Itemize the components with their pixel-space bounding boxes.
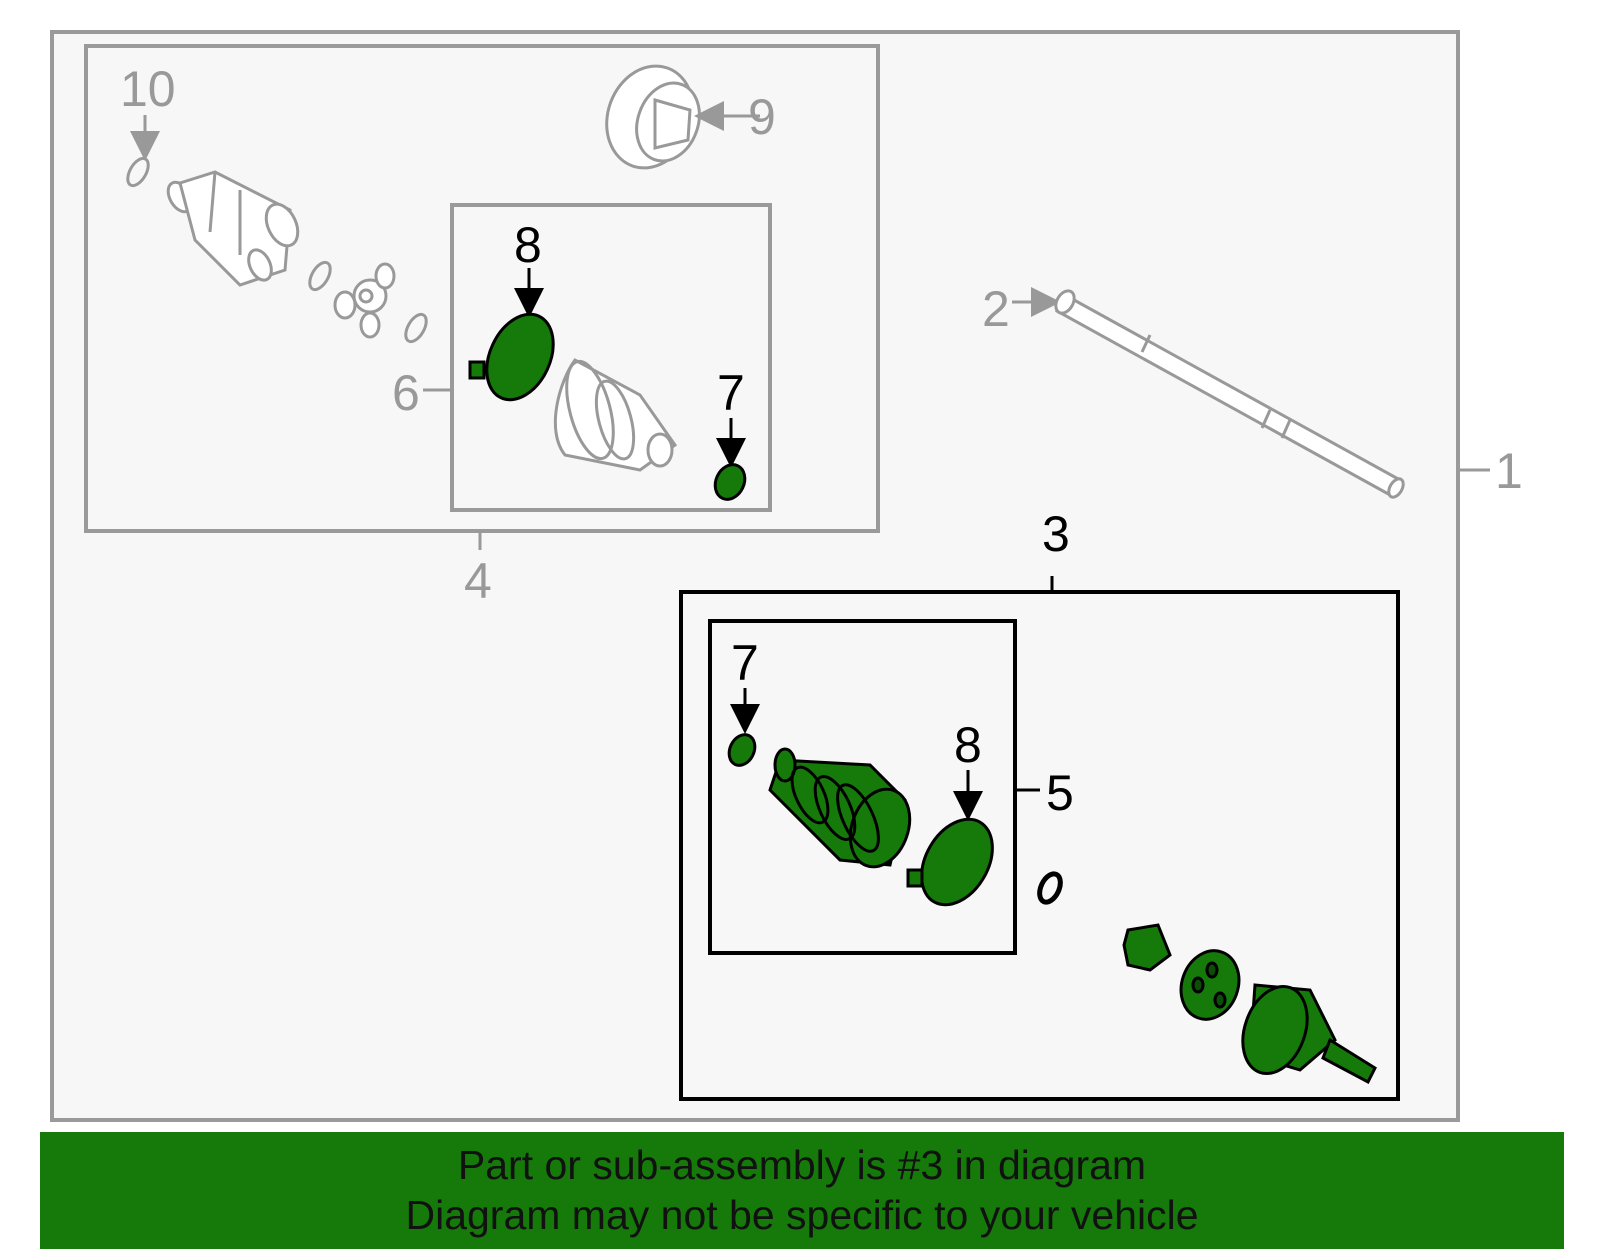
callout-10: 10 bbox=[120, 61, 176, 117]
snap-ring-right bbox=[404, 312, 428, 344]
boot-clamp-small-bottom[interactable] bbox=[724, 730, 759, 769]
callout-9: 9 bbox=[748, 89, 776, 145]
boot-clamp-small-top[interactable] bbox=[710, 460, 751, 504]
banner-line-1: Part or sub-assembly is #3 in diagram bbox=[457, 1142, 1147, 1188]
o-ring-outer bbox=[1037, 871, 1063, 905]
callout-8-bottom: 8 bbox=[954, 717, 982, 773]
callout-5: 5 bbox=[1046, 765, 1074, 821]
tripod-joint bbox=[333, 262, 396, 339]
inner-race[interactable] bbox=[1122, 923, 1172, 972]
snap-ring-left bbox=[308, 260, 332, 292]
boot-clamp-large-top[interactable] bbox=[468, 304, 566, 411]
group-6-box bbox=[450, 203, 772, 512]
group-3-box[interactable] bbox=[679, 590, 1400, 1101]
callout-3: 3 bbox=[1042, 506, 1070, 562]
dust-cover-part-9 bbox=[605, 64, 701, 170]
callout-7-top: 7 bbox=[717, 365, 745, 421]
inner-boot bbox=[553, 358, 678, 472]
outer-boot[interactable] bbox=[768, 747, 920, 875]
banner-line-2: Diagram may not be specific to your vehi… bbox=[405, 1192, 1199, 1238]
group-4-box bbox=[84, 44, 880, 533]
callout-4: 4 bbox=[464, 553, 492, 609]
callout-2: 2 bbox=[982, 281, 1010, 337]
ball-cage[interactable] bbox=[1172, 943, 1249, 1028]
drive-shaft-part-2 bbox=[1054, 289, 1405, 499]
callout-6: 6 bbox=[392, 365, 420, 421]
info-banner: Part or sub-assembly is #3 in diagram Di… bbox=[40, 1132, 1564, 1249]
callout-1: 1 bbox=[1495, 443, 1523, 499]
group-5-box bbox=[708, 619, 1017, 955]
boot-clamp-large-bottom[interactable] bbox=[906, 807, 1007, 918]
inner-joint-housing bbox=[166, 170, 300, 287]
o-ring-part-10 bbox=[126, 156, 150, 188]
callout-8-top: 8 bbox=[514, 217, 542, 273]
callout-7-bottom: 7 bbox=[731, 635, 759, 691]
outer-joint-housing[interactable] bbox=[1231, 977, 1377, 1085]
